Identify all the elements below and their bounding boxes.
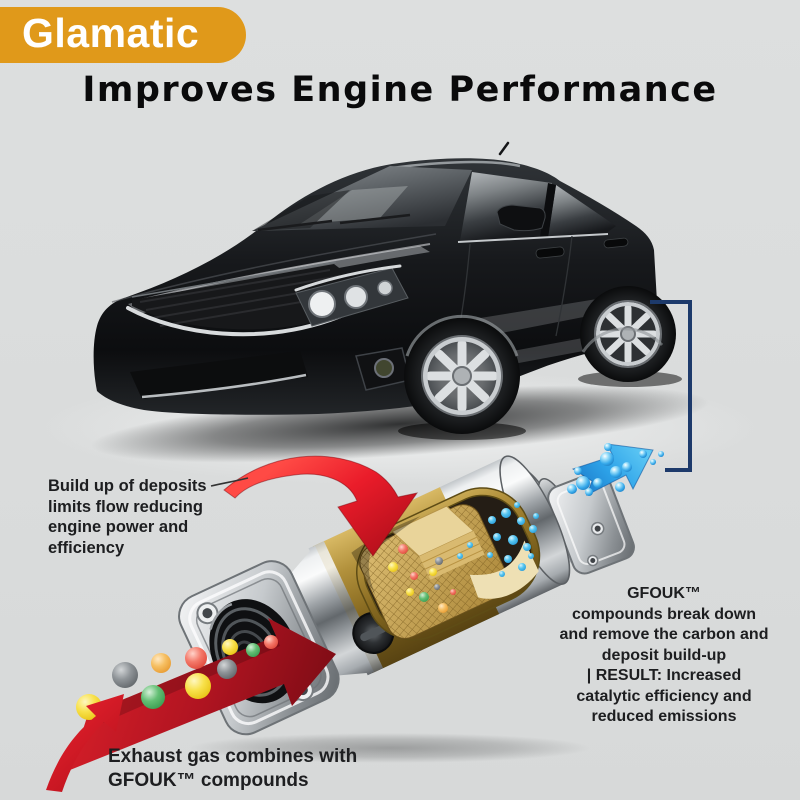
deposit-flow-arrow: [223, 455, 419, 557]
brand-logo-text: Glamatic: [22, 9, 200, 56]
rear-fender-arc: [581, 327, 664, 353]
inlet-cone: [283, 545, 375, 677]
deposit-particles-inside: [388, 542, 473, 613]
annotation-line: reduced emissions: [591, 708, 737, 725]
cutaway-gold-rim: [357, 488, 539, 639]
plug-bolt: [360, 624, 387, 642]
page-title: Improves Engine Performance: [82, 70, 718, 110]
door-handle-front: [535, 246, 565, 259]
car-shadow: [90, 385, 710, 463]
b-pillar: [540, 183, 556, 238]
headlight-chrome-brow: [294, 264, 402, 292]
annotation-line: catalytic efficiency and: [576, 687, 752, 705]
door-seam-rear: [555, 235, 573, 337]
annotation-line: | RESULT: Increased: [586, 667, 742, 684]
car-to-converter-line: [650, 300, 692, 472]
annotation-line: GFOUK™: [627, 585, 701, 602]
outlet-flange: [547, 470, 635, 575]
inlet-highlight: [209, 602, 233, 630]
annotation-line: GFOUK™ compounds: [108, 770, 309, 791]
front-fender-arc: [405, 314, 519, 357]
roof-sheen: [391, 160, 521, 170]
headlight-projector-3: [377, 280, 393, 296]
front-wheel: [404, 318, 520, 434]
clean-particles-inside: [487, 502, 539, 577]
fog-lamp: [374, 358, 394, 378]
grille-mesh: [139, 269, 361, 327]
annotation-line: engine power and: [48, 518, 189, 536]
bumper-intake: [130, 351, 308, 399]
rear-door-window: [548, 185, 616, 238]
annotation-line: Build up of deposits: [48, 477, 207, 495]
annotation-line: and remove the carbon and: [559, 626, 769, 643]
annotation-line: limits flow reducing: [48, 497, 203, 516]
clean-emission-bubbles: [567, 443, 664, 496]
door-handle-rear: [603, 237, 629, 249]
converter-shadow: [190, 733, 590, 763]
annotation-deposits: Build up of deposits limits flow reducin…: [48, 476, 207, 558]
wiper-right: [339, 213, 411, 225]
annotation-line: deposit build-up: [601, 646, 727, 664]
hood-sheen: [128, 246, 430, 314]
hood-cut-line: [111, 233, 437, 303]
annotation-line: compounds break down: [571, 605, 756, 623]
annotation-result: GFOUK™ compounds break down and remove t…: [532, 584, 796, 728]
window-chrome-sill: [457, 233, 609, 243]
windshield-shade: [252, 190, 350, 231]
annotation-line: efficiency: [48, 538, 125, 557]
cutaway-inner-shade: [351, 516, 421, 599]
roof-antenna: [498, 141, 510, 156]
exhaust-inflow-arrow: [46, 694, 124, 792]
side-mirror: [496, 204, 546, 232]
hood-lip-line: [131, 261, 337, 298]
brand-logo-badge: Glamatic: [0, 7, 246, 63]
cutaway-floor: [469, 540, 539, 599]
annotation-exhaust: Exhaust gas combines with GFOUK™ compoun…: [108, 745, 357, 793]
deposits-leader-line: [210, 477, 249, 487]
intake-chrome-lip: [141, 373, 307, 399]
car-black-sedan: [40, 141, 760, 486]
substrate-brick-top: [391, 505, 475, 557]
hood-highlight-line: [139, 243, 431, 301]
headlight-projector-1: [308, 290, 336, 318]
annotation-line: Exhaust gas combines with: [108, 746, 358, 767]
windshield-reflection: [300, 186, 408, 224]
headlight-projector-2: [344, 285, 368, 309]
wiper-left: [257, 219, 333, 232]
